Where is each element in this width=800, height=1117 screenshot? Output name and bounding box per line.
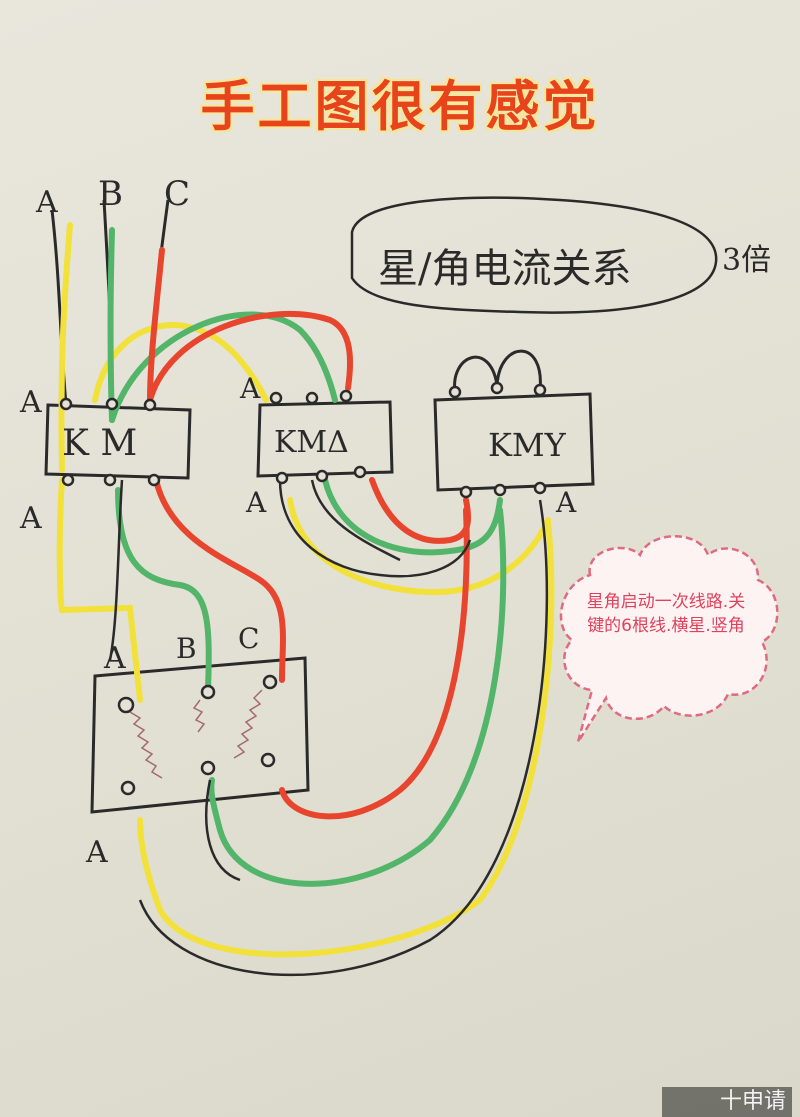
km-delta-label: KMΔ — [274, 425, 349, 460]
supply-label-b: B — [98, 174, 123, 214]
kmy-terminal — [533, 383, 547, 397]
kmd-terminal — [275, 471, 289, 485]
motor-label-a: A — [103, 641, 126, 676]
kmd-terminal — [339, 389, 353, 403]
km-terminal — [103, 473, 117, 487]
black-wire-3 — [138, 499, 549, 977]
motor-terminal — [260, 752, 276, 768]
black-wire-2 — [310, 479, 401, 562]
red-wire-kmy-to-motor — [279, 507, 470, 820]
wire-label-kmy-out-a: A — [555, 486, 577, 519]
kmy-top-loop-1 — [453, 355, 499, 393]
wire-label-kmd-out-a: A — [245, 486, 267, 519]
page-title: 手工图很有感觉 — [200, 75, 600, 138]
bubble-text: 星/角电流关系 — [378, 246, 631, 292]
kmd-terminal — [353, 465, 367, 479]
kmd-terminal — [269, 391, 283, 405]
km-terminal — [61, 473, 75, 487]
note-cloud — [559, 535, 779, 743]
supply-label-a: A — [35, 185, 58, 220]
wire-label-km-in-a: A — [19, 385, 42, 420]
km-delta-box — [256, 400, 394, 478]
km-main-label: K M — [62, 423, 137, 464]
km-star-label: KMY — [488, 426, 567, 464]
kmd-terminal — [305, 391, 319, 405]
green-wire-km-to-motor — [115, 487, 212, 693]
yellow-wire-kmy-to-motor — [137, 517, 555, 958]
yellow-wire-supply — [58, 222, 73, 473]
motor-terminal — [117, 696, 135, 714]
supply-label-c: C — [164, 174, 190, 214]
km-terminal — [147, 473, 161, 487]
yellow-wire-km-to-motor — [56, 477, 143, 703]
green-wire-supply — [107, 227, 115, 423]
black-wire-5 — [205, 779, 241, 882]
kmd-terminal — [315, 469, 329, 483]
black-wire-1 — [278, 479, 472, 578]
red-wire-supply — [147, 247, 165, 403]
green-wire-kmd-to-kmy — [322, 477, 503, 556]
kmy-terminal — [490, 381, 504, 395]
km-terminal — [59, 397, 73, 411]
corner-overlay-text: 十申请 — [662, 1087, 792, 1117]
kmy-top-loop-2 — [495, 349, 542, 391]
km-main-box — [44, 403, 192, 480]
red-wire-km-to-motor — [153, 477, 286, 683]
motor-winding — [233, 689, 263, 759]
red-wire-km-to-kmd — [147, 310, 354, 403]
kmy-terminal — [448, 385, 462, 399]
km-terminal — [143, 398, 157, 412]
motor-winding — [192, 699, 206, 733]
green-wire-kmy-to-motor — [208, 507, 507, 887]
motor-label-b: B — [176, 632, 197, 665]
motor-label-c: C — [238, 622, 259, 655]
kmy-terminal — [493, 483, 507, 497]
motor-terminal — [120, 780, 136, 796]
motor-label-bottom-a: A — [85, 835, 108, 870]
motor-winding — [129, 711, 163, 779]
wire-label-km-out-a: A — [19, 501, 42, 536]
motor-terminal — [200, 760, 216, 776]
kmy-terminal — [459, 485, 473, 499]
km-terminal — [105, 397, 119, 411]
note-text: 星角启动一次线路.关键的6根线.横星.竖角 — [586, 592, 746, 636]
black-wire-4 — [108, 479, 124, 661]
kmy-terminal — [533, 481, 547, 495]
bubble-side-text: 3倍 — [722, 243, 771, 278]
motor-terminal — [200, 684, 216, 700]
wire-label-kmd-in-a: A — [239, 372, 261, 405]
text-bubble — [350, 196, 718, 314]
motor-box — [90, 656, 310, 814]
motor-terminal — [262, 674, 278, 690]
yellow-wire-kmd-to-kmy — [287, 497, 551, 596]
